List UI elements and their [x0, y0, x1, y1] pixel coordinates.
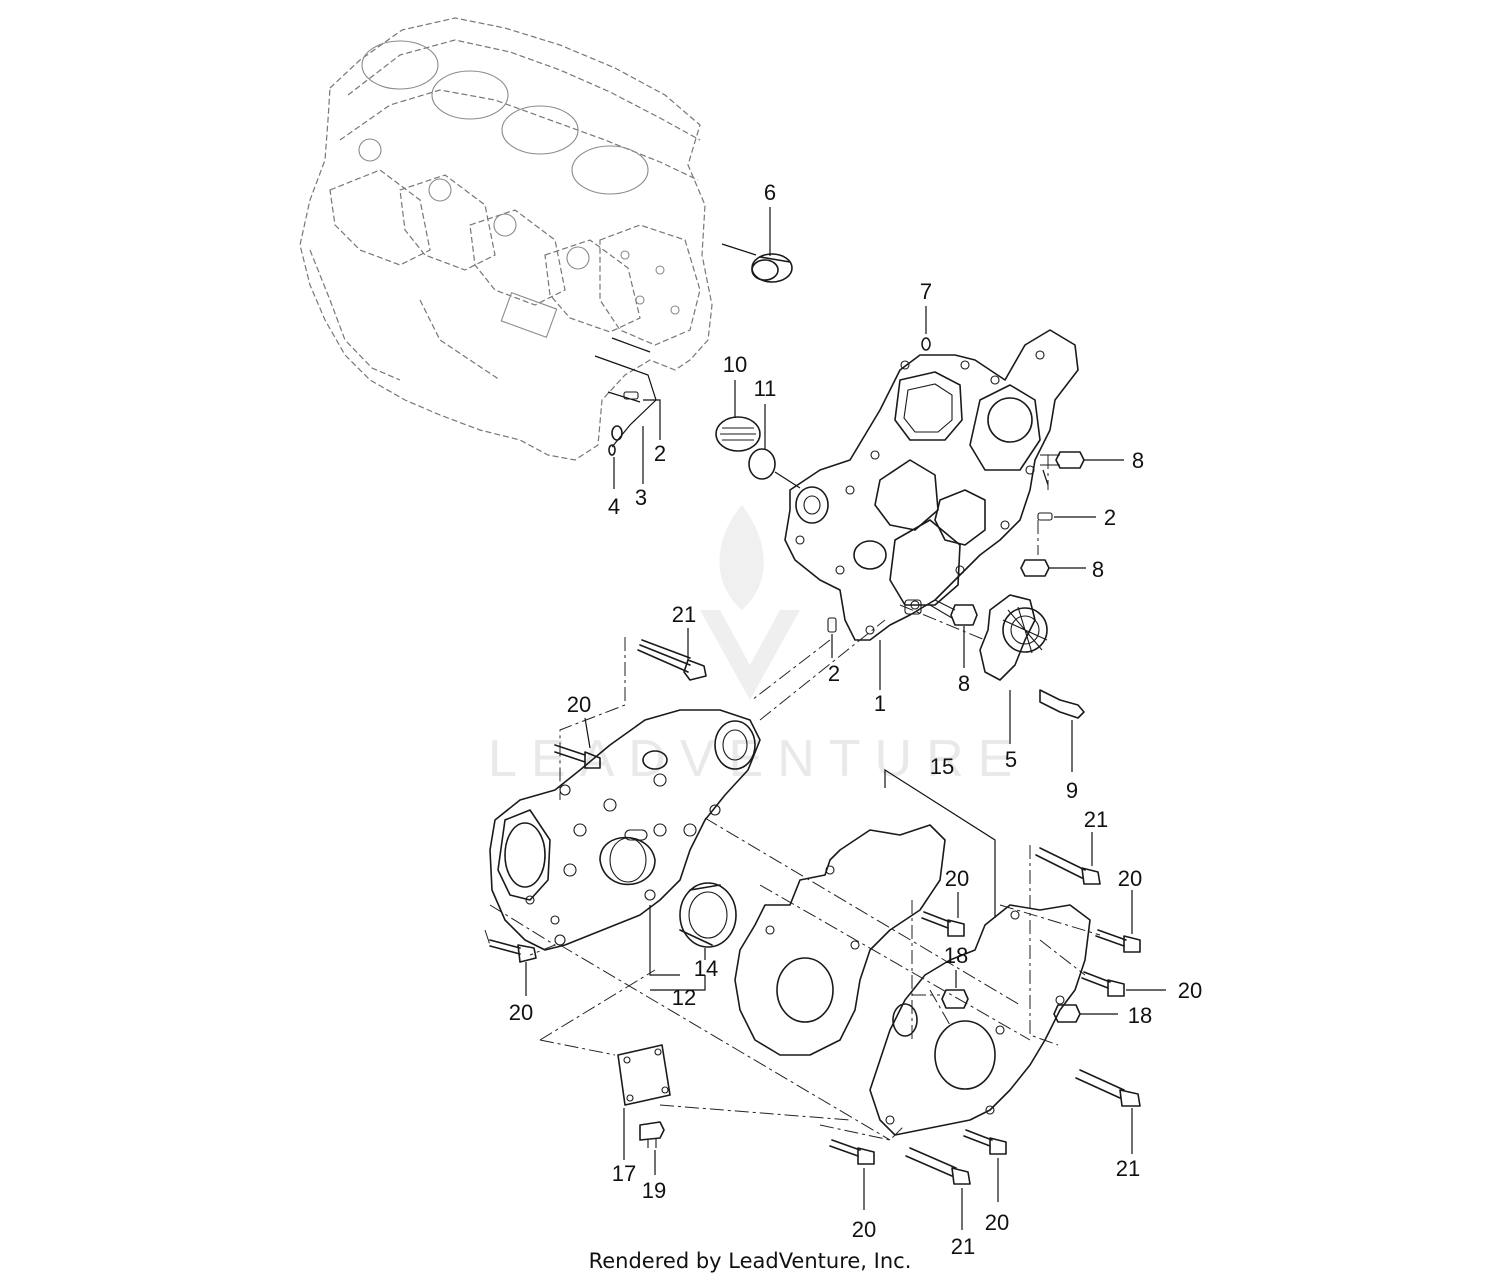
callout-label: 21 — [951, 1234, 975, 1259]
assembly-lines — [484, 455, 1101, 1141]
callout-label: 8 — [1132, 448, 1144, 473]
watermark: LEADVENTURE — [488, 505, 1012, 788]
part-5-oil-pump — [979, 594, 1048, 681]
part-10-cap — [715, 416, 761, 452]
part-17-small-cover — [617, 1044, 671, 1106]
callout-label: 2 — [654, 441, 666, 466]
callout-label: 10 — [723, 352, 747, 377]
part-15-gasket — [734, 824, 946, 1056]
callout-label: 2 — [828, 661, 840, 686]
part-2-dowel-pin — [827, 617, 837, 633]
callout-label: 8 — [958, 671, 970, 696]
callout-label: 4 — [608, 494, 620, 519]
callout-label: 3 — [635, 485, 647, 510]
callout-label: 20 — [945, 866, 969, 891]
callout-label: 20 — [1118, 866, 1142, 891]
part-4-o-ring — [608, 444, 616, 456]
part-19-bolt — [639, 1121, 665, 1148]
callout-label: 20 — [852, 1217, 876, 1242]
part-8-bolt — [1040, 451, 1085, 469]
callout-label: 21 — [1116, 1156, 1140, 1181]
part-15-plate — [869, 904, 1091, 1136]
callout-label: 11 — [754, 376, 777, 401]
part-6-oil-seal — [751, 253, 793, 283]
footer-credit: Rendered by LeadVenture, Inc. — [589, 1249, 912, 1273]
callout-label: 6 — [764, 180, 776, 205]
part-8-bolt — [929, 599, 978, 626]
callout-label: 15 — [930, 754, 954, 779]
part-1-gear-case — [784, 329, 1079, 641]
part-18-bolt — [1053, 1004, 1081, 1023]
callout-label: 18 — [1128, 1003, 1152, 1028]
callout-label: 2 — [1104, 505, 1116, 530]
callout-label: 17 — [612, 1161, 636, 1186]
part-11-o-ring — [748, 448, 776, 480]
callout-label: 14 — [694, 956, 718, 981]
part-18-bolt — [941, 989, 969, 1009]
part-8-bolt — [1020, 559, 1050, 577]
callout-label: 20 — [1178, 978, 1202, 1003]
callout-label: 8 — [1092, 557, 1104, 582]
part-3-o-ring — [611, 425, 623, 441]
callout-label: 5 — [1005, 747, 1017, 772]
part-9-bolt — [1039, 689, 1085, 719]
engine-block — [299, 17, 713, 461]
part-20-bolt — [921, 911, 965, 937]
callout-label: 21 — [1084, 807, 1108, 832]
callout-label: 12 — [672, 985, 696, 1010]
callouts: 6 7 10 11 2 3 4 8 2 8 21 2 8 1 20 5 15 9… — [509, 180, 1202, 1259]
callout-label: 19 — [642, 1178, 666, 1203]
part-21-bolt — [1035, 847, 1101, 885]
callout-label: 7 — [920, 279, 932, 304]
part-20-bolt — [1095, 929, 1141, 953]
part-21-bolt — [1075, 1069, 1141, 1107]
part-2-dowel-pin — [623, 391, 639, 400]
part-21-bolt — [637, 639, 707, 681]
part-21-bolt — [905, 1147, 971, 1185]
callout-label: 20 — [567, 692, 591, 717]
part-20-bolt — [1081, 971, 1125, 997]
part-20-bolt — [963, 1129, 1007, 1155]
callout-label: 1 — [874, 691, 886, 716]
callout-label: 21 — [672, 602, 696, 627]
part-7-o-ring — [921, 337, 931, 351]
part-14-crank-seal — [679, 882, 737, 948]
callout-label: 9 — [1066, 778, 1078, 803]
part-20-bolt — [489, 939, 537, 963]
callout-label: 18 — [944, 943, 968, 968]
part-20-bolt — [829, 1139, 875, 1165]
callout-label: 20 — [509, 1000, 533, 1025]
part-2-dowel-pin — [1037, 512, 1053, 521]
callout-label: 20 — [985, 1210, 1009, 1235]
